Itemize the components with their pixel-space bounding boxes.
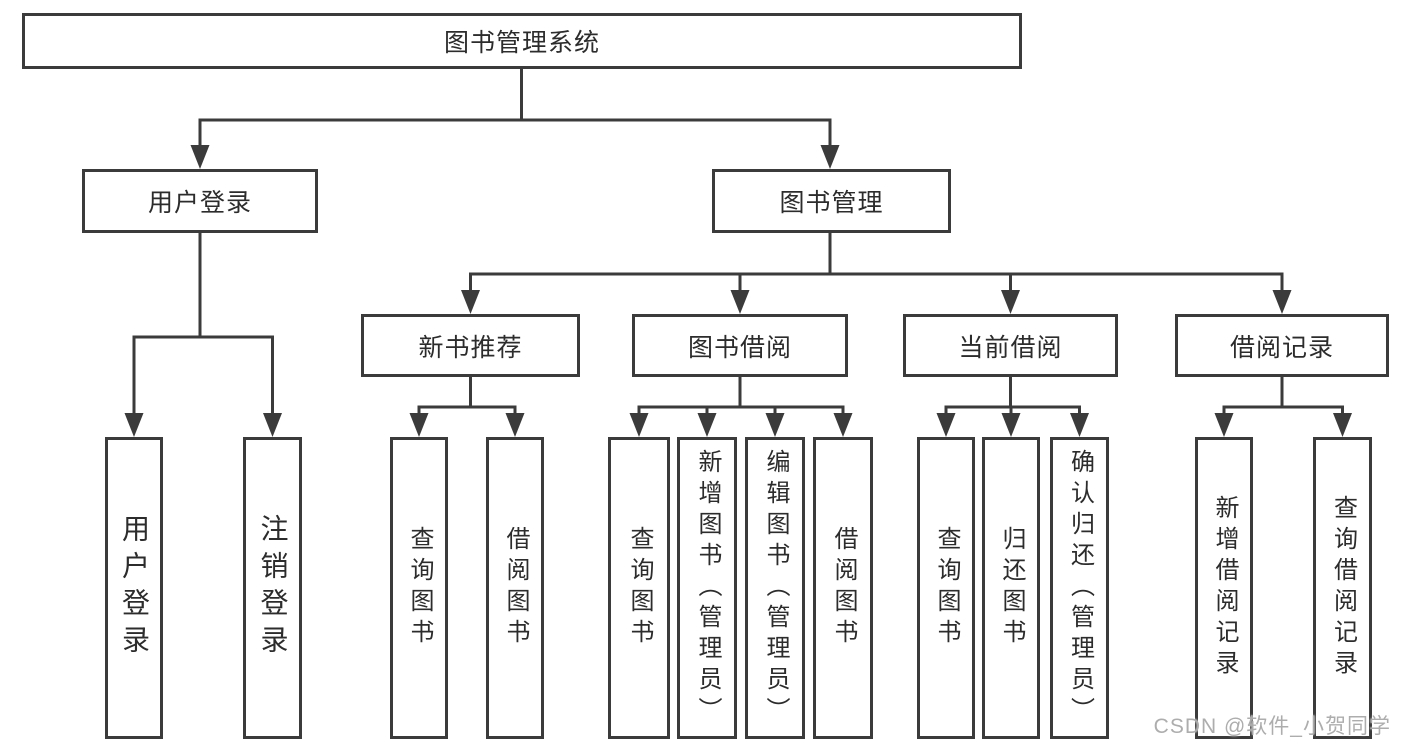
leaf-user-login: 用户登录	[105, 437, 163, 739]
arrowheads	[124, 145, 1352, 437]
leaf-edit-book-admin: 编辑图书（管理员）	[745, 437, 805, 739]
leaf-query-books-borrow: 查询图书	[608, 437, 670, 739]
csdn-watermark: CSDN @软件_小贺同学	[1153, 715, 1391, 738]
leaf-add-book-admin: 新增图书（管理员）	[677, 437, 737, 739]
leaf-query-borrow-record: 查询借阅记录	[1313, 437, 1372, 739]
leaf-query-books-current: 查询图书	[917, 437, 975, 739]
connector-paths	[132, 69, 1344, 416]
node-new-book-recommend: 新书推荐	[361, 314, 580, 377]
node-borrow-records: 借阅记录	[1175, 314, 1389, 377]
leaf-borrow-books: 借阅图书	[813, 437, 873, 739]
leaf-borrow-books-recommend: 借阅图书	[486, 437, 544, 739]
node-book-borrow: 图书借阅	[632, 314, 848, 377]
leaf-query-books-recommend: 查询图书	[390, 437, 448, 739]
leaf-logout: 注销登录	[243, 437, 302, 739]
node-library-system: 图书管理系统	[22, 13, 1022, 69]
node-user-login: 用户登录	[82, 169, 318, 233]
node-book-management: 图书管理	[712, 169, 951, 233]
node-current-borrow: 当前借阅	[903, 314, 1118, 377]
leaf-add-borrow-record: 新增借阅记录	[1195, 437, 1253, 739]
leaf-return-books: 归还图书	[982, 437, 1040, 739]
leaf-confirm-return-admin: 确认归还（管理员）	[1050, 437, 1109, 739]
